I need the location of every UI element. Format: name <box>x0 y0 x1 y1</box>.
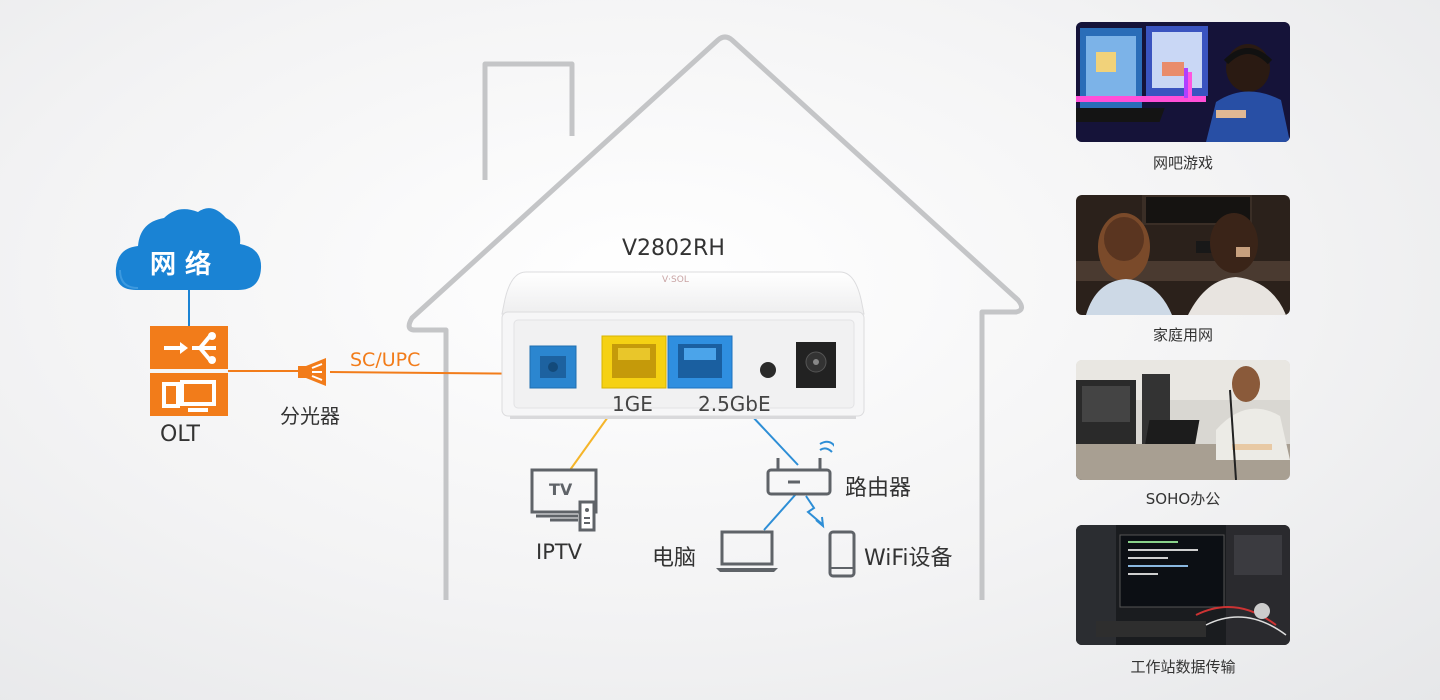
connector-label: SC/UPC <box>350 349 421 371</box>
router-pc-line <box>763 493 797 531</box>
laptop-icon <box>716 530 778 572</box>
scenario-photo-soho <box>1076 360 1290 480</box>
pc-label: 电脑 <box>652 546 697 571</box>
device-brand: V·SOL <box>662 275 689 285</box>
olt-icon <box>150 326 228 416</box>
router-label: 路由器 <box>845 476 912 501</box>
iptv-label: IPTV <box>536 540 583 564</box>
network-label: 网 络 <box>150 250 212 280</box>
house-chimney <box>482 61 575 180</box>
router-icon <box>766 440 834 496</box>
phone-icon <box>828 530 856 578</box>
cloud-icon <box>115 208 262 290</box>
scenario-photo-home <box>1076 195 1290 315</box>
house-outline <box>406 34 1024 600</box>
wifi-device-label: WiFi设备 <box>864 546 953 571</box>
scenario-caption-soho: SOHO办公 <box>1145 490 1221 508</box>
device-model: V2802RH <box>622 236 725 261</box>
scenario-caption-home: 家庭用网 <box>1152 326 1213 344</box>
port-1ge-label: 1GE <box>612 392 653 416</box>
scenario-caption-workstation: 工作站数据传输 <box>1130 658 1236 676</box>
tv-icon <box>530 468 598 532</box>
tv-screen-text: TV <box>549 480 573 499</box>
splitter-label: 分光器 <box>280 404 340 428</box>
scenario-caption-gaming: 网吧游戏 <box>1152 154 1213 172</box>
port-25gbe-label: 2.5GbE <box>698 392 771 416</box>
scenario-photo-workstation <box>1076 525 1290 645</box>
scenario-photo-gaming <box>1076 22 1290 142</box>
olt-label: OLT <box>160 422 200 447</box>
splitter-icon <box>298 358 326 386</box>
wireless-zigzag <box>805 495 823 525</box>
onu-device <box>501 271 865 419</box>
